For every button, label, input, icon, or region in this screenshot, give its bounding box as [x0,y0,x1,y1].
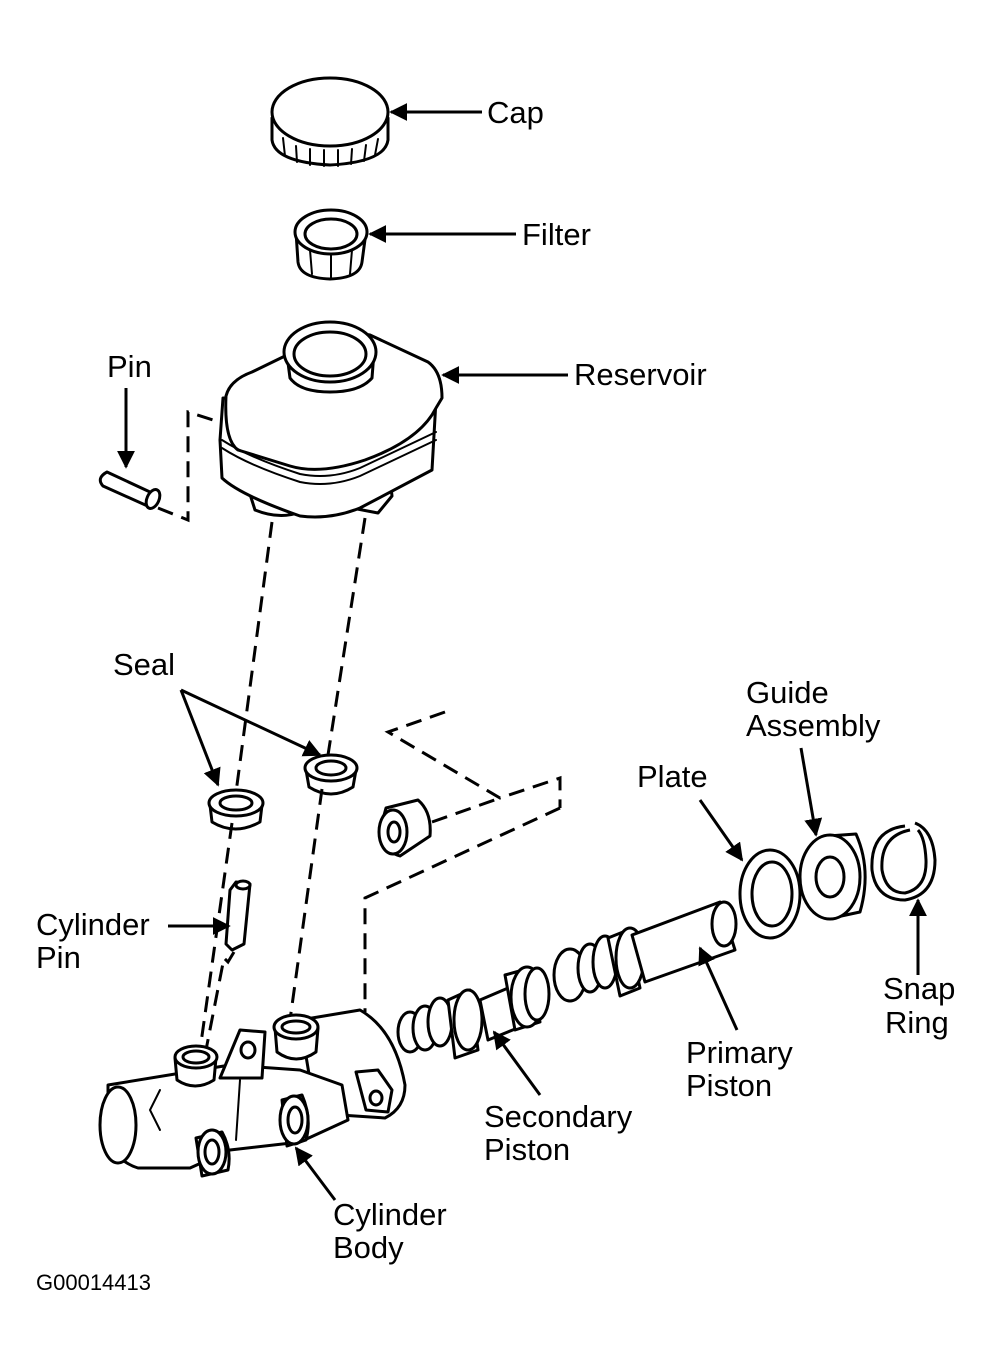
filter-part [293,208,369,281]
reservoir-part [218,320,444,519]
snap-ring-part [870,821,937,902]
plate-label: Plate [637,759,708,794]
guide-assembly-part [798,832,867,921]
cylinder-body-label-line1: Cylinder [333,1197,447,1232]
cylinder-pin-part [224,879,252,952]
primary-piston-part [552,900,738,1003]
plate-part [738,848,802,940]
cylinder-pin-label-line2: Pin [36,940,81,975]
guide-assembly-label-line2: Assembly [746,708,881,743]
cylinder-pin-label-line1: Cylinder [36,907,150,942]
figure-code: G00014413 [36,1270,151,1295]
primary-piston-label-line2: Piston [686,1068,773,1103]
cylinder-body-part [98,1008,407,1178]
snap-ring-label-line1: Snap [883,971,956,1006]
bushing-part [377,798,432,858]
seal-left [207,788,265,831]
cap-label: Cap [487,95,544,130]
secondary-piston-part [396,965,551,1060]
pin-part [98,470,162,510]
secondary-piston-label-line2: Piston [484,1132,571,1167]
secondary-piston-label-line1: Secondary [484,1099,633,1134]
pin-label: Pin [107,349,152,384]
snap-ring-label-line2: Ring [885,1005,949,1040]
cylinder-body-label-line2: Body [333,1230,404,1265]
cap-part [270,76,390,167]
seal-label: Seal [113,647,176,682]
reservoir-label: Reservoir [574,357,707,392]
filter-label: Filter [522,217,591,252]
primary-piston-label-line1: Primary [686,1035,793,1070]
seal-right [303,753,359,796]
leader-arrows [117,103,927,1201]
guide-assembly-label-line1: Guide [746,675,829,710]
